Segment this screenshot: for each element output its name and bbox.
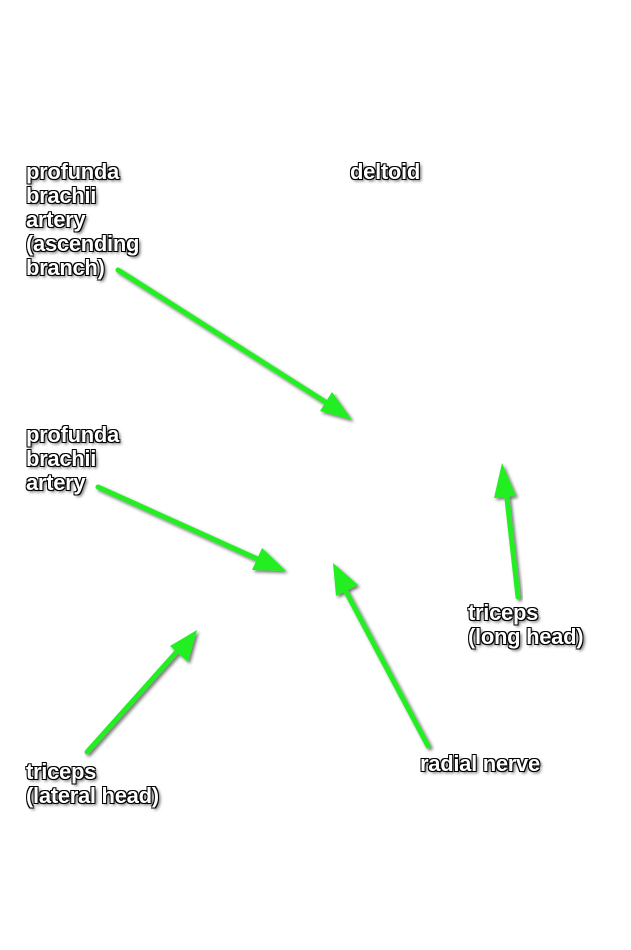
label-profunda-brachii-artery: profunda brachii artery — [26, 422, 119, 495]
label-triceps-long-head: triceps (long head) — [468, 600, 584, 649]
label-radial-nerve: radial nerve — [420, 751, 540, 776]
arrow-triceps-lateral — [84, 630, 197, 755]
arrow-profunda-ascending — [115, 267, 352, 420]
label-deltoid: deltoid — [350, 159, 421, 184]
arrow-triceps-long — [494, 463, 521, 600]
arrow-profunda-brachii — [95, 484, 286, 571]
label-triceps-lateral-head: triceps (lateral head) — [26, 759, 159, 808]
arrow-radial-nerve — [333, 563, 431, 749]
label-profunda-brachii-ascending: profunda brachii artery (ascending branc… — [26, 159, 140, 280]
